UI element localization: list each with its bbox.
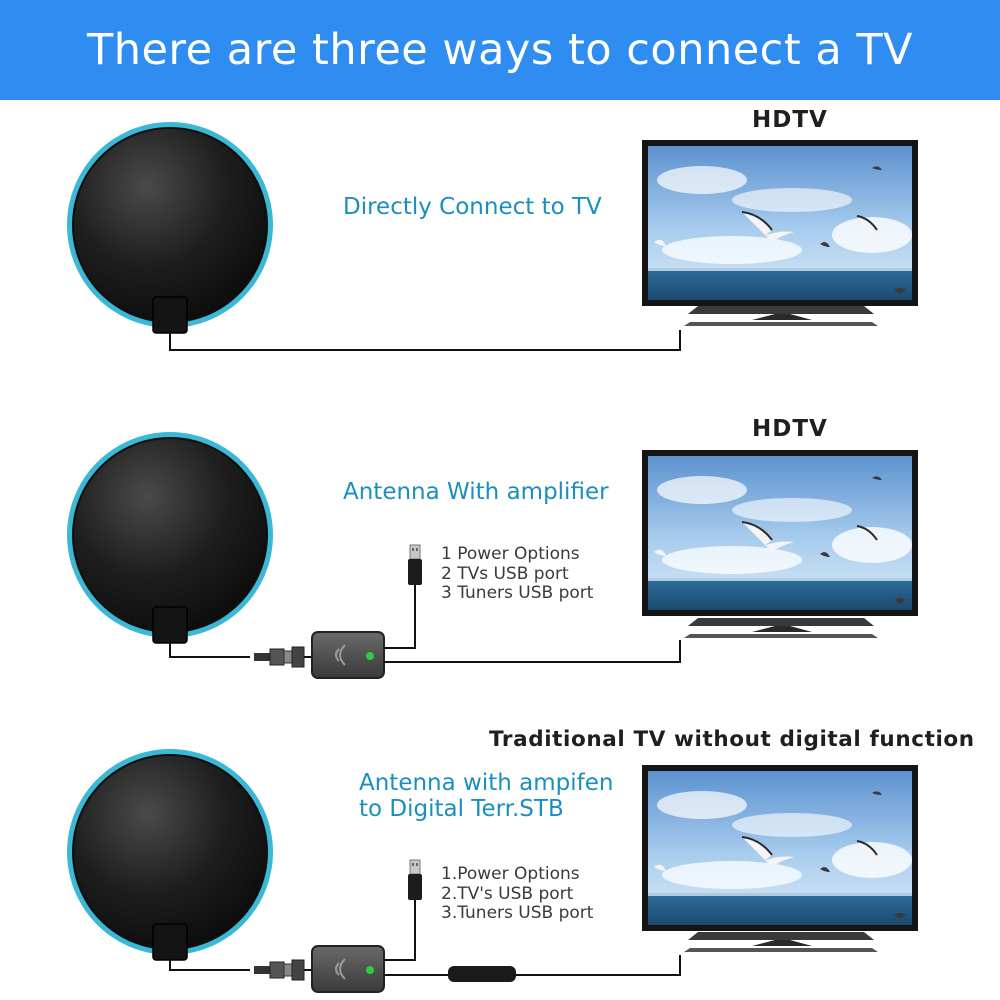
usb-cable-2 <box>384 585 416 649</box>
cable-2a <box>169 640 250 658</box>
set-top-box <box>448 966 516 982</box>
method-amplifier: Antenna With amplifier <box>343 479 609 505</box>
hdtv-1-screen <box>641 139 919 307</box>
usb-cable-3 <box>384 900 416 961</box>
hdtv-2-stand <box>684 618 878 638</box>
antenna-3 <box>66 748 274 961</box>
title-banner: There are three ways to connect a TV <box>0 0 1000 100</box>
option-2-2: 2 TVs USB port <box>441 563 569 584</box>
cable-3a <box>169 958 250 971</box>
heading-hdtv-1: HDTV <box>752 107 828 133</box>
cable-2b <box>384 640 681 663</box>
coax-connector-3 <box>253 959 305 981</box>
option-2-1: 1 Power Options <box>441 544 580 564</box>
heading-traditional-tv: Traditional TV without digital function <box>489 727 975 752</box>
tv-3-screen <box>641 764 919 932</box>
cable-3c <box>516 955 681 976</box>
hdtv-1-stand <box>684 306 878 326</box>
antenna-1 <box>66 121 274 334</box>
usb-plug-3 <box>407 859 423 901</box>
amplifier-3 <box>311 945 385 993</box>
antenna-2 <box>66 431 274 644</box>
hdtv-2-screen <box>641 449 919 617</box>
option-3-3: 3.Tuners USB port <box>441 903 594 923</box>
method-stb-line-2: to Digital Terr.STB <box>359 796 564 822</box>
option-2-3: 3 Tuners USB port <box>441 583 594 603</box>
coax-connector-2 <box>253 646 305 668</box>
banner-title: There are three ways to connect a TV <box>86 25 914 75</box>
method-direct: Directly Connect to TV <box>343 194 602 220</box>
heading-hdtv-2: HDTV <box>752 416 828 442</box>
option-3-1: 1.Power Options <box>441 864 580 884</box>
method-stb-line-1: Antenna with ampifen <box>359 770 614 796</box>
tv-3-stand <box>684 932 878 952</box>
option-3-2: 2.TV's USB port <box>441 883 574 904</box>
usb-plug-2 <box>407 544 423 586</box>
cable-1 <box>169 330 681 351</box>
amplifier-2 <box>311 631 385 679</box>
